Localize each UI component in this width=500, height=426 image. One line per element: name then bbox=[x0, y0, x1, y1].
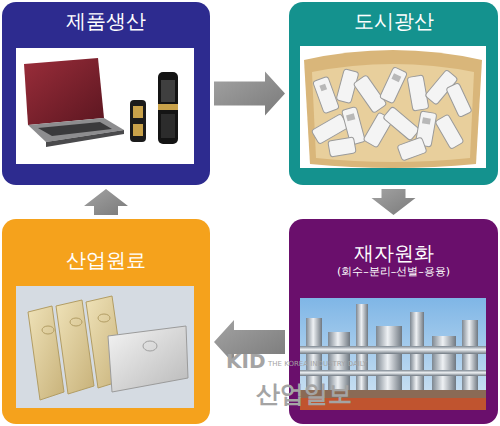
block-arrow bbox=[372, 189, 416, 215]
product-photo bbox=[16, 48, 194, 164]
block-arrow bbox=[84, 189, 128, 215]
box-title: 산업원료 bbox=[2, 248, 210, 272]
block-arrow bbox=[214, 72, 285, 116]
watermark: KID bbox=[226, 349, 266, 373]
waste-phones-photo bbox=[300, 46, 486, 168]
box-title: 도시광산 bbox=[289, 9, 498, 33]
box-title: 제품생산 bbox=[2, 9, 210, 33]
watermark: THE KOREA INDUSTRY DAILY bbox=[268, 360, 367, 368]
box-title: 재자원화 bbox=[289, 241, 498, 265]
box-subtitle: (회수–분리–선별–용융) bbox=[289, 265, 498, 278]
ingot-photo bbox=[16, 286, 194, 408]
watermark: 산업일보 bbox=[256, 378, 352, 410]
